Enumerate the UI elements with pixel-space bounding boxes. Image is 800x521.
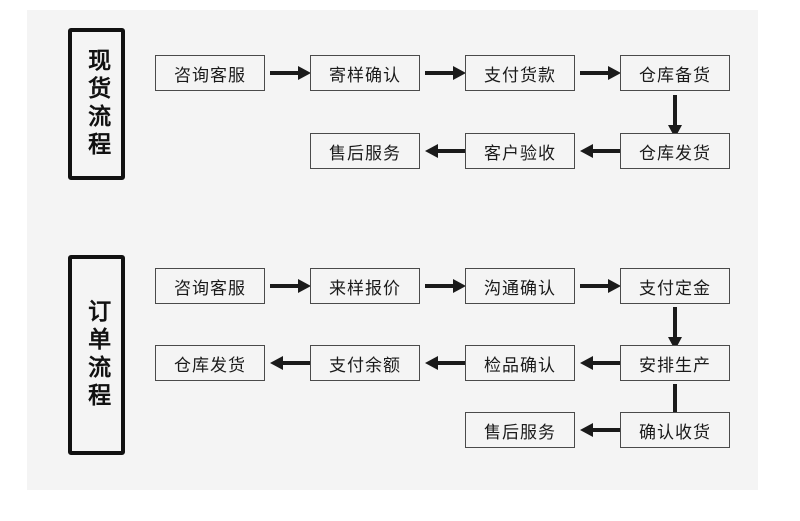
node-s1r2-c3[interactable]: 客户验收 (465, 133, 575, 169)
arrow-down-s1-c4 (666, 95, 684, 138)
arrow-left-s2r3-c4-c3 (578, 421, 623, 439)
arrow-left-s1r2-c3-c2 (423, 142, 468, 160)
section-header-in-stock-process: 现货流程 (68, 28, 125, 180)
arrow-left-s2r2-c4-c3 (578, 354, 623, 372)
node-s2r1-c4[interactable]: 支付定金 (620, 268, 730, 304)
node-s2r1-c1[interactable]: 咨询客服 (155, 268, 265, 304)
arrow-right-s1r1-c1-c2 (268, 64, 313, 82)
section-header-label: 订单流程 (83, 299, 110, 411)
arrow-left-s1r2-c4-c3 (578, 142, 623, 160)
node-s1r1-c2[interactable]: 寄样确认 (310, 55, 420, 91)
arrow-right-s1r1-c2-c3 (423, 64, 468, 82)
node-s1r1-c3[interactable]: 支付货款 (465, 55, 575, 91)
node-s2r3-c4[interactable]: 确认收货 (620, 412, 730, 448)
section-header-order-process: 订单流程 (68, 255, 125, 455)
node-s2r1-c3[interactable]: 沟通确认 (465, 268, 575, 304)
node-s1r2-c4[interactable]: 仓库发货 (620, 133, 730, 169)
diagram-panel: 现货流程 咨询客服 寄样确认 支付货款 仓库备货 售后服务 客户验收 仓库发货 (27, 10, 758, 490)
arrow-down-s2-c4-r1-r2 (666, 307, 684, 350)
arrow-right-s2r1-c1-c2 (268, 277, 313, 295)
node-s2r2-c3[interactable]: 检品确认 (465, 345, 575, 381)
arrow-right-s2r1-c3-c4 (578, 277, 623, 295)
node-s1r1-c1[interactable]: 咨询客服 (155, 55, 265, 91)
node-s2r2-c1[interactable]: 仓库发货 (155, 345, 265, 381)
section-header-label: 现货流程 (83, 48, 110, 160)
node-s1r2-c2[interactable]: 售后服务 (310, 133, 420, 169)
arrow-right-s1r1-c3-c4 (578, 64, 623, 82)
node-s2r1-c2[interactable]: 来样报价 (310, 268, 420, 304)
arrow-left-s2r2-c2-c1 (268, 354, 313, 372)
arrow-right-s2r1-c2-c3 (423, 277, 468, 295)
node-s1r1-c4[interactable]: 仓库备货 (620, 55, 730, 91)
node-s2r2-c4[interactable]: 安排生产 (620, 345, 730, 381)
node-s2r2-c2[interactable]: 支付余额 (310, 345, 420, 381)
arrow-left-s2r2-c3-c2 (423, 354, 468, 372)
node-s2r3-c3[interactable]: 售后服务 (465, 412, 575, 448)
